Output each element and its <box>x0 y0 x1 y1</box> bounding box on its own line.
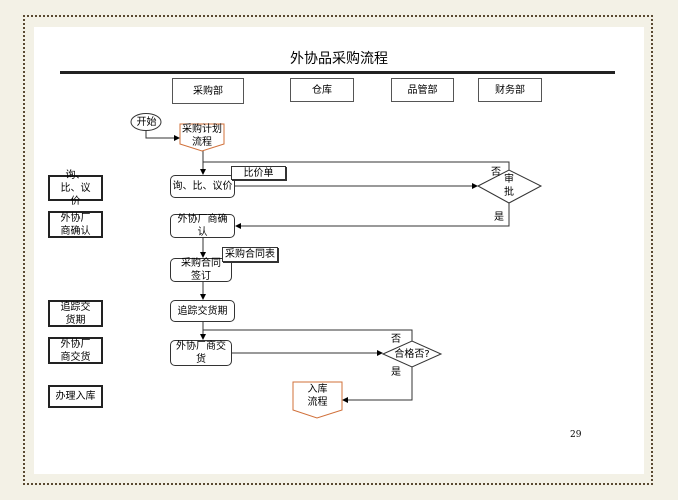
dept-quality: 品管部 <box>391 78 454 102</box>
step-contract: 采购合同签订 <box>170 258 232 282</box>
page-number: 29 <box>570 430 582 440</box>
approve-diamond <box>476 169 543 204</box>
page-title: 外协品采购流程 <box>290 51 388 67</box>
step-confirm: 外协厂商确认 <box>170 214 235 238</box>
warehouse-label: 入库流程 <box>307 384 328 408</box>
qualified-label: 合格否? <box>394 348 430 360</box>
qualified-diamond <box>381 340 443 368</box>
qualified-no-label: 否 <box>391 334 401 345</box>
approve-label: 审批 <box>504 174 514 198</box>
edge-approve-no <box>203 161 510 170</box>
plan-label: 采购计划流程 <box>182 124 222 148</box>
side-label-stockin: 办理入库 <box>48 385 103 408</box>
plan-offpage-shape <box>179 123 225 152</box>
qualified-yes-label: 是 <box>391 367 401 378</box>
step-inquiry: 询、比、议价 <box>170 175 235 198</box>
price-sheet-doc: 比价单 <box>231 166 286 180</box>
edge-qualified-yes <box>342 367 413 403</box>
step-track: 追踪交货期 <box>170 300 235 322</box>
dept-warehouse: 仓库 <box>290 78 354 102</box>
side-label-confirm: 外协厂商确认 <box>48 211 103 238</box>
step-deliver: 外协厂商交货 <box>170 340 232 366</box>
side-label-deliver: 外协厂商交货 <box>48 337 103 364</box>
edge-qualified-no <box>203 329 413 341</box>
dept-purchasing: 采购部 <box>172 78 244 104</box>
start-ellipse <box>130 113 162 131</box>
slide-border <box>23 15 653 485</box>
contract-form-doc: 采购合同表 <box>222 247 278 262</box>
side-label-inquiry: 询、比、议价 <box>48 170 103 207</box>
edge-approve-yes <box>235 203 510 229</box>
title-rule <box>60 71 615 74</box>
start-label: 开始 <box>136 116 157 128</box>
approve-yes-label: 是 <box>494 212 504 223</box>
warehouse-offpage-shape <box>292 381 343 419</box>
approve-no-label: 否 <box>491 167 501 178</box>
side-label-track: 追踪交货期 <box>48 300 103 327</box>
edge-start-plan <box>145 130 180 141</box>
dept-finance: 财务部 <box>478 78 542 102</box>
